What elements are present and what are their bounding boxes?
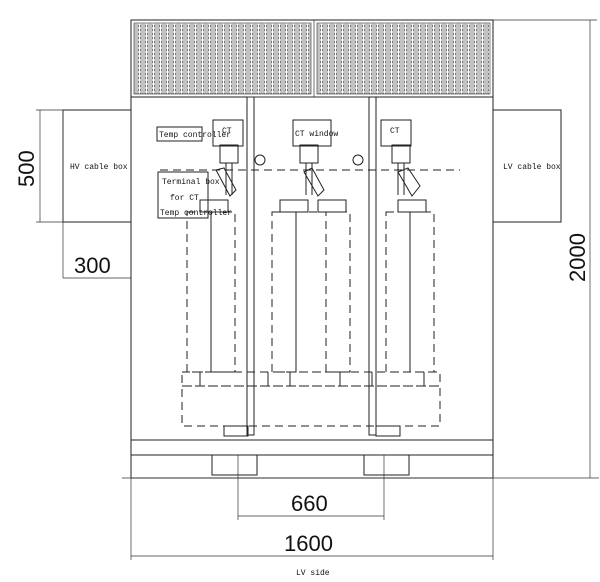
ct-window: CT window	[292, 119, 338, 147]
dimension-hv-depth: 300	[63, 253, 131, 279]
dimension-2000-text: 2000	[565, 233, 590, 282]
hv-cable-box-label: HV cable box	[70, 163, 128, 172]
terminal-box-label-3: Temp controller	[160, 209, 232, 218]
temp-controller-label: Temp controller	[159, 131, 231, 140]
ct-left: CT	[212, 119, 244, 147]
dimension-660-text: 660	[291, 491, 328, 516]
coil-right	[385, 199, 435, 373]
lv-side-label: LV side	[296, 569, 330, 578]
bottom-yoke	[181, 371, 441, 437]
dimension-1600-text: 1600	[284, 531, 333, 556]
dimension-gauge: 660	[237, 455, 385, 520]
terminal-box: Terminal box for CT Temp controller	[157, 171, 232, 219]
base-frame	[122, 439, 599, 479]
hv-cable-box: HV cable box	[62, 109, 132, 278]
dimension-500-text: 500	[14, 150, 39, 187]
terminal-box-label-2: for CT	[170, 194, 199, 203]
dimension-width: 1600	[130, 478, 494, 560]
ventilation-grille	[133, 22, 491, 95]
lv-cable-box-label: LV cable box	[503, 163, 561, 172]
bus-bars	[215, 144, 421, 197]
coil-left	[186, 199, 236, 373]
ct-left-label: CT	[222, 127, 232, 136]
coil-middle	[271, 199, 351, 373]
dimension-height: 2000	[493, 19, 597, 478]
temp-controller: Temp controller	[156, 126, 231, 142]
terminal-box-label-1: Terminal box	[162, 178, 220, 187]
dimension-300-text: 300	[74, 253, 111, 278]
lv-cable-box: LV cable box	[492, 109, 562, 223]
ct-right-label: CT	[390, 127, 400, 136]
frame-posts	[246, 96, 377, 436]
ct-right: CT	[380, 119, 412, 147]
ct-window-label: CT window	[295, 130, 338, 139]
dimension-hv-height: 500	[14, 109, 63, 223]
